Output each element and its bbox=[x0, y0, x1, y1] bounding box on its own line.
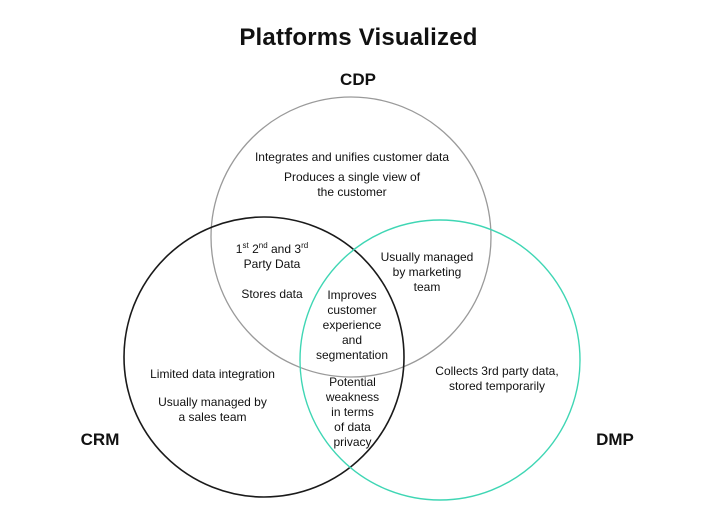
all-three-line3: experience bbox=[322, 318, 382, 332]
crm-dmp-line5: privacy bbox=[333, 435, 372, 449]
cdp-crm-sup3: rd bbox=[301, 241, 309, 250]
crm-dmp-line4: of data bbox=[334, 420, 371, 434]
all-three-line2: customer bbox=[327, 303, 377, 317]
cdp-only-region: Integrates and unifies customer data Pro… bbox=[230, 150, 474, 200]
cdp-dmp-line2: by marketing bbox=[392, 265, 462, 279]
cdp-crm-sup1: st bbox=[242, 241, 249, 250]
all-three-region: Improves customer experience and segment… bbox=[302, 288, 402, 363]
cdp-crm-region: 1st 2nd and 3rd Party Data Stores data bbox=[212, 242, 332, 302]
cdp-crm-sup2: nd bbox=[258, 241, 268, 250]
dmp-only-region: Collects 3rd party data, stored temporar… bbox=[412, 364, 582, 394]
crm-dmp-region: Potential weakness in terms of data priv… bbox=[305, 375, 400, 450]
dmp-label: DMP bbox=[596, 430, 634, 449]
cdp-crm-line1: 1st 2nd and 3rd bbox=[212, 242, 332, 257]
cdp-only-line2b: the customer bbox=[317, 185, 387, 199]
crm-only-line2a: Usually managed by bbox=[158, 395, 267, 409]
cdp-crm-n2: 2 bbox=[252, 242, 259, 256]
crm-circle bbox=[123, 216, 405, 498]
cdp-crm-line2: Stores data bbox=[241, 287, 303, 301]
cdp-crm-n1: 1 bbox=[235, 242, 243, 256]
all-three-line5: segmentation bbox=[315, 348, 389, 362]
dmp-only-line2: stored temporarily bbox=[448, 379, 546, 393]
crm-label: CRM bbox=[80, 430, 120, 449]
all-three-line1: Improves bbox=[327, 288, 377, 302]
cdp-label: CDP bbox=[340, 70, 376, 89]
all-three-line4: and bbox=[341, 333, 363, 347]
cdp-dmp-line3: team bbox=[413, 280, 441, 294]
crm-only-line1: Limited data integration bbox=[150, 367, 275, 381]
cdp-crm-n3: 3 bbox=[294, 242, 302, 256]
cdp-crm-and: and bbox=[271, 242, 292, 256]
cdp-crm-line1b: Party Data bbox=[243, 257, 301, 271]
cdp-dmp-region: Usually managed by marketing team bbox=[362, 250, 492, 295]
crm-dmp-line1: Potential bbox=[329, 375, 376, 389]
crm-dmp-line3: in terms bbox=[331, 405, 374, 419]
crm-only-region: Limited data integration Usually managed… bbox=[130, 367, 295, 425]
cdp-circle bbox=[210, 96, 492, 378]
dmp-only-line1: Collects 3rd party data, bbox=[435, 364, 559, 378]
cdp-only-line2a: Produces a single view of bbox=[283, 170, 421, 184]
cdp-dmp-line1: Usually managed bbox=[380, 250, 474, 264]
dmp-circle bbox=[299, 219, 581, 501]
crm-dmp-line2: weakness bbox=[325, 390, 380, 404]
crm-only-line2b: a sales team bbox=[178, 410, 247, 424]
diagram-title: Platforms Visualized bbox=[239, 24, 478, 51]
cdp-only-line1: Integrates and unifies customer data bbox=[254, 150, 450, 164]
